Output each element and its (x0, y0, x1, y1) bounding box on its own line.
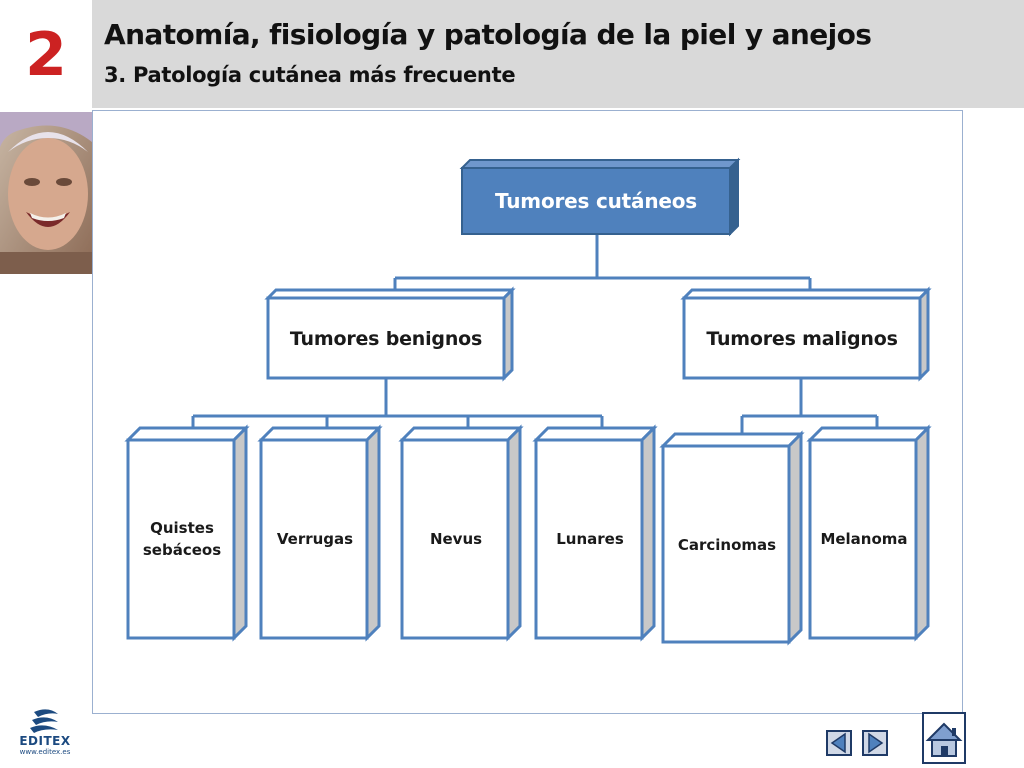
editex-logo-icon (30, 709, 58, 733)
editex-logo-text: EDITEX (19, 734, 71, 748)
tree-diagram (124, 157, 932, 646)
benign-node (264, 286, 516, 382)
malignant-node-label: Tumores malignos (706, 328, 898, 350)
root-node (459, 157, 741, 237)
leaf-label-lunares: Lunares (556, 529, 624, 548)
home-icon[interactable] (922, 712, 966, 764)
chapter-number: 2 (25, 20, 67, 90)
next-arrow-icon[interactable] (862, 730, 888, 756)
root-node-label: Tumores cutáneos (495, 189, 697, 213)
leaf-label-melanoma: Melanoma (820, 529, 908, 548)
header-bar (92, 0, 1024, 108)
leaf-label-carcinomas: Carcinomas (677, 535, 777, 554)
leaf-label-nevus: Nevus (429, 529, 483, 548)
leaf-label-quistes: Quistes sebáceos (142, 518, 222, 560)
diagram-frame (92, 110, 963, 714)
leaf-node-lunares (532, 424, 658, 642)
leaf-node-verrugas (257, 424, 383, 642)
leaf-node-quistes (124, 424, 250, 642)
malignant-node (680, 286, 932, 382)
leaf-label-verrugas: Verrugas (276, 529, 354, 548)
leaf-node-melanoma (806, 424, 932, 642)
editex-logo-url: www.editex.es (19, 748, 71, 756)
page-title: Anatomía, fisiología y patología de la p… (104, 18, 872, 51)
page-subtitle: 3. Patología cutánea más frecuente (104, 63, 516, 87)
portrait-image (0, 112, 92, 274)
leaf-node-carcinomas (659, 430, 805, 646)
leaf-node-nevus (398, 424, 524, 642)
prev-arrow-icon[interactable] (826, 730, 852, 756)
benign-node-label: Tumores benignos (289, 328, 483, 350)
